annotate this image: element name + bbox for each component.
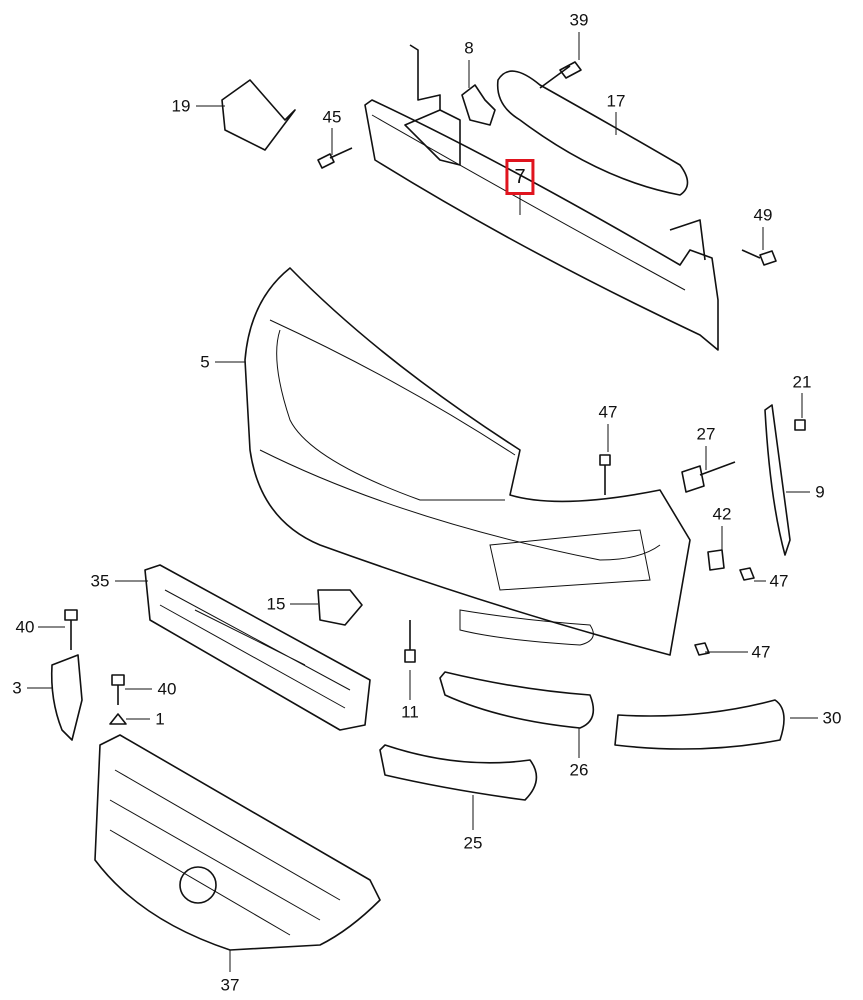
callout-26: 26 — [569, 760, 589, 780]
callout-19: 19 — [171, 96, 191, 116]
bracket-part-8 — [461, 84, 496, 126]
callout-37: 37 — [220, 975, 240, 995]
callout-11: 11 — [401, 702, 419, 722]
callout-39: 39 — [569, 10, 589, 30]
callout-47: 47 — [751, 642, 771, 662]
bracket-part-15 — [317, 589, 363, 626]
trim-part-30 — [614, 699, 785, 750]
callout-17: 17 — [606, 91, 626, 111]
callout-30: 30 — [822, 708, 842, 728]
callout-7-highlighted: 7 — [505, 159, 535, 195]
callout-5: 5 — [200, 352, 210, 372]
callout-9: 9 — [815, 482, 825, 502]
screws — [64, 61, 806, 725]
callout-15: 15 — [266, 594, 286, 614]
callout-45: 45 — [322, 107, 342, 127]
callout-8: 8 — [464, 38, 474, 58]
callout-40: 40 — [15, 617, 35, 637]
callout-21: 21 — [792, 372, 812, 392]
strip-part-9 — [764, 404, 791, 556]
callout-1: 1 — [155, 709, 165, 729]
leader-lines — [27, 32, 818, 972]
callout-27: 27 — [696, 424, 716, 444]
callout-35: 35 — [90, 571, 110, 591]
callout-49: 49 — [753, 205, 773, 225]
grille-part-25 — [379, 744, 538, 801]
absorber-part-17 — [496, 70, 689, 196]
callout-25: 25 — [463, 833, 483, 853]
callout-42: 42 — [712, 504, 732, 524]
bracket-part-19 — [221, 79, 296, 151]
callout-47: 47 — [598, 402, 618, 422]
radiator-grille-part-37 — [94, 734, 381, 951]
grille-insert-part-35 — [144, 564, 371, 731]
callout-40: 40 — [157, 679, 177, 699]
bumper-carrier-part-7 — [364, 44, 719, 351]
bumper-cover-part-5 — [244, 267, 691, 656]
bracket-part-3 — [50, 654, 83, 741]
callout-3: 3 — [12, 678, 22, 698]
callout-47: 47 — [769, 571, 789, 591]
grille-part-26 — [439, 671, 595, 729]
